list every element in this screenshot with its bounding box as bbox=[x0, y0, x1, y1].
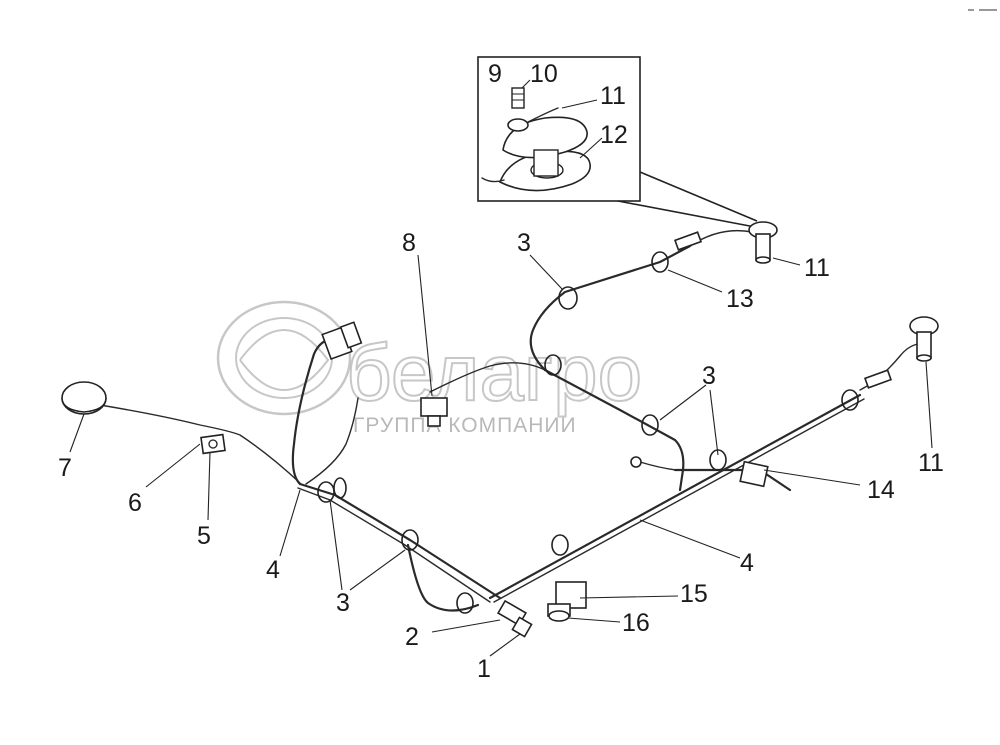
watermark: белагро ГРУППА КОМПАНИИ bbox=[216, 300, 643, 437]
callout-7: 7 bbox=[58, 454, 72, 482]
callout-2: 2 bbox=[405, 623, 419, 651]
clip-icon bbox=[651, 251, 669, 273]
oil-pressure-sensor-icon bbox=[547, 581, 587, 622]
clip-icon bbox=[401, 529, 419, 551]
harness-wires bbox=[99, 229, 919, 612]
callout-3-top: 3 bbox=[517, 229, 531, 257]
harness-clips bbox=[317, 251, 859, 614]
callout-11-right: 11 bbox=[918, 449, 944, 477]
temperature-sensor-icon bbox=[909, 316, 939, 362]
callout-6: 6 bbox=[128, 489, 142, 517]
watermark-subtitle: ГРУППА КОМПАНИИ bbox=[353, 414, 577, 437]
callout-1: 1 bbox=[477, 655, 491, 683]
watermark-brand: белагро bbox=[346, 328, 642, 417]
callout-10: 10 bbox=[530, 60, 558, 88]
connector-plug-icon bbox=[321, 321, 363, 361]
sender-dome-icon bbox=[61, 381, 107, 415]
callout-4-right: 4 bbox=[740, 549, 754, 577]
callout-labels: 8 3 11 13 3 11 14 4 15 16 1 2 3 4 5 6 7 bbox=[58, 229, 944, 683]
leader-lines bbox=[69, 254, 933, 657]
callout-3-right: 3 bbox=[702, 362, 716, 390]
ground-terminal-icon bbox=[200, 433, 226, 455]
callout-11-inset: 11 bbox=[600, 82, 626, 110]
speed-sensor-icon bbox=[739, 460, 769, 488]
clip-icon bbox=[456, 592, 474, 614]
callout-4-left: 4 bbox=[266, 556, 280, 584]
clip-icon bbox=[841, 389, 859, 411]
inline-connector-icon bbox=[863, 369, 893, 389]
callout-8: 8 bbox=[402, 229, 416, 257]
ring-terminal-icon bbox=[630, 456, 642, 468]
callout-9: 9 bbox=[488, 60, 502, 88]
callout-16: 16 bbox=[622, 609, 650, 637]
clip-icon bbox=[709, 449, 727, 471]
clip-icon bbox=[641, 414, 659, 436]
callout-12: 12 bbox=[600, 121, 628, 149]
callout-14: 14 bbox=[867, 476, 895, 504]
callout-15: 15 bbox=[680, 580, 708, 608]
pressure-sensor-icon bbox=[420, 397, 448, 427]
switch-sensor-icon bbox=[497, 599, 533, 638]
clip-icon bbox=[558, 286, 578, 310]
clip-icon bbox=[544, 354, 562, 376]
washer-icon bbox=[507, 118, 529, 132]
clip-icon bbox=[333, 477, 347, 499]
inline-connector-icon bbox=[673, 231, 703, 251]
bolt-icon bbox=[511, 87, 525, 109]
callout-13: 13 bbox=[726, 285, 754, 313]
inset-detail: 9 10 11 12 bbox=[477, 56, 758, 228]
components bbox=[61, 221, 939, 638]
callout-11-top: 11 bbox=[804, 254, 830, 282]
callout-3-left: 3 bbox=[336, 589, 350, 617]
temperature-sensor-icon bbox=[748, 221, 778, 264]
clip-icon bbox=[551, 534, 569, 556]
callout-5: 5 bbox=[197, 522, 211, 550]
